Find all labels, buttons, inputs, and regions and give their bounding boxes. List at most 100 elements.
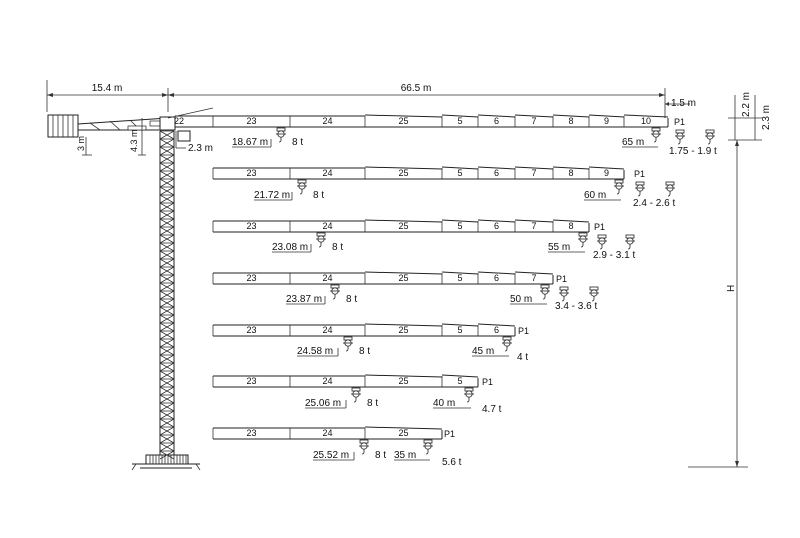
jib-segment-label: 9 [604, 116, 609, 126]
trolley-hook-icon [651, 127, 661, 143]
trolley-hook-icon [665, 181, 675, 197]
trolley-hook-icon [343, 336, 353, 352]
jib-segment: 10 [623, 114, 669, 128]
near-load-label: 8 t [332, 242, 343, 253]
trolley-hook-icon [351, 387, 361, 403]
far-radius-label: 40 m [433, 398, 455, 409]
jib-segment-label: 25 [398, 428, 408, 438]
near-load-label: 8 t [367, 398, 378, 409]
jib-segment-label: 6 [494, 221, 499, 231]
jib-segment: 9 [588, 166, 625, 180]
jib-segment: 25 [364, 426, 443, 440]
jib-segment-label: 7 [531, 221, 536, 231]
jib-segment: 23 [212, 272, 290, 285]
jib-segment: 24 [289, 220, 365, 233]
trolley-hook-icon [597, 234, 607, 250]
jib-segment-label: 5 [457, 376, 462, 386]
trolley-hook-icon [705, 129, 715, 145]
jib-segment: 9 [588, 114, 625, 128]
jib-segment: 23 [212, 427, 290, 440]
jib-segment-label: 24 [322, 325, 332, 335]
jib-segment-label: 7 [531, 116, 536, 126]
jib-tip-label: P1 [444, 429, 455, 439]
jib-segment-label: 25 [398, 116, 408, 126]
jib-segment-label: 25 [398, 325, 408, 335]
jib-segment: 8 [552, 166, 590, 180]
jib-segment: 7 [514, 219, 554, 233]
jib-segment-label: 6 [494, 168, 499, 178]
trolley-hook-icon [559, 286, 569, 302]
near-radius-label: 23.87 m [286, 294, 322, 305]
jib-segment: 8 [552, 114, 590, 128]
jib-segment-label: 23 [246, 325, 256, 335]
jib-segment-label: 24 [322, 428, 332, 438]
near-radius-label: 23.08 m [272, 242, 308, 253]
trolley-hook-icon [276, 127, 286, 143]
near-radius-label: 25.52 m [313, 450, 349, 461]
jib-segment-label: 25 [398, 221, 408, 231]
jib-segment: 5 [441, 271, 479, 285]
jib-segment: 5 [441, 323, 479, 337]
jib-segment-label: 7 [531, 168, 536, 178]
jib-tip-height-label: 1.5 m [671, 98, 696, 109]
jib-segment: 5 [441, 166, 479, 180]
jib-segment: 24 [289, 115, 365, 128]
jib-segment-label: 23 [246, 168, 256, 178]
top-dimensions: 15.4 m 66.5 m 1.5 m 2.2 m 2.3 m H [46, 80, 772, 468]
jib-segment: 23 [212, 220, 290, 233]
trolley-hook-icon [589, 286, 599, 302]
jib-segment-label: 8 [568, 168, 573, 178]
jib-segment: 25 [364, 114, 443, 128]
tip-load-label: 5.6 t [442, 457, 462, 468]
jib-segment-label: 24 [322, 168, 332, 178]
mast-head-height-label: 4.3 m [129, 129, 139, 152]
trolley-hook-icon [297, 179, 307, 195]
jib-segment-label: 23 [246, 273, 256, 283]
jib-segment: 6 [477, 323, 516, 337]
jib-segment: 6 [477, 271, 516, 285]
trolley-hook-icon [540, 284, 550, 300]
tip-load-label: 1.75 - 1.9 t [669, 146, 717, 157]
near-radius-label: 18.67 m [232, 137, 268, 148]
top-height-label-2: 2.3 m [761, 105, 772, 130]
jib-segment: 25 [364, 271, 443, 285]
tower-mast [131, 130, 201, 471]
tip-load-label: 2.4 - 2.6 t [633, 198, 675, 209]
jib-segment-label: 24 [322, 221, 332, 231]
cab-offset-label: 2.3 m [188, 143, 213, 154]
jib-segment-label: 24 [322, 116, 332, 126]
trolley-hook-icon [578, 232, 588, 248]
trolley-hook-icon [316, 232, 326, 248]
jib-segment: 6 [477, 114, 516, 128]
jib-segment-label: 24 [322, 376, 332, 386]
mast-head: 22 2.3 m [159, 116, 213, 154]
far-radius-label: 35 m [394, 450, 416, 461]
jib-segment-label: 8 [568, 116, 573, 126]
jib-segment: 5 [441, 114, 479, 128]
jib-segment: 25 [364, 323, 443, 337]
far-radius-label: 60 m [584, 190, 606, 201]
near-load-label: 8 t [313, 190, 324, 201]
mast-head-segment-label: 22 [174, 116, 184, 126]
jib-segment: 5 [441, 374, 479, 388]
jib-segment: 24 [289, 167, 365, 180]
far-radius-label: 55 m [548, 242, 570, 253]
jib-segment-label: 25 [398, 273, 408, 283]
near-radius-label: 25.06 m [305, 398, 341, 409]
jib-segment: 5 [441, 219, 479, 233]
tip-load-label: 3.4 - 3.6 t [555, 301, 597, 312]
far-radius-label: 45 m [472, 346, 494, 357]
trolley-hook-icon [423, 439, 433, 455]
mast-base [145, 454, 189, 465]
trolley-hook-icon [625, 234, 635, 250]
jib-segment-label: 5 [457, 116, 462, 126]
jib-length-label: 66.5 m [401, 83, 432, 94]
trolley-hook-icon [635, 181, 645, 197]
jib-segment: 24 [289, 375, 365, 388]
jib-segment: 8 [552, 219, 590, 233]
